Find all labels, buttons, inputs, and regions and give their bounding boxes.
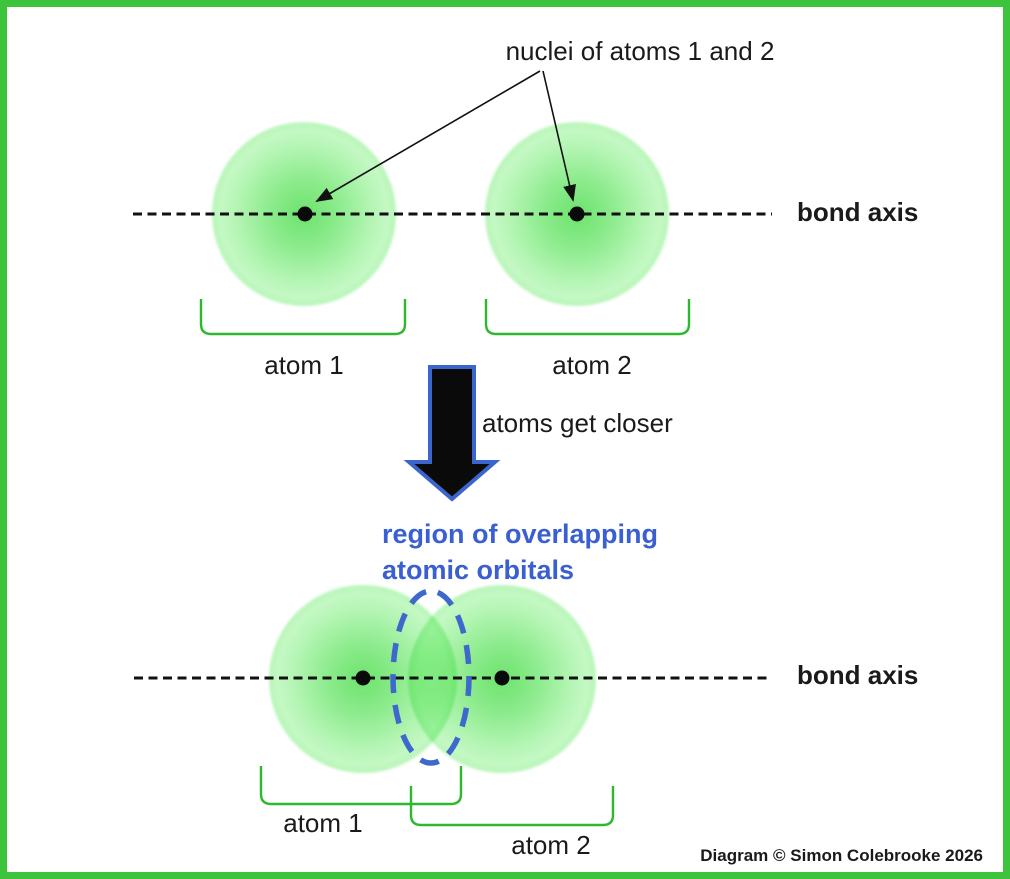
bracket-atom2-after <box>409 786 615 827</box>
bond-axis-label-before: bond axis <box>797 197 919 227</box>
nucleus-atom1-before <box>297 206 313 222</box>
atom2-label-after: atom 2 <box>511 830 591 860</box>
copyright-credit: Diagram © Simon Colebrooke 2026 <box>700 846 983 865</box>
atom2-label-before: atom 2 <box>552 350 632 380</box>
bond-axis-label-after: bond axis <box>797 660 919 690</box>
atoms-get-closer-label: atoms get closer <box>482 408 673 438</box>
down-arrow-icon <box>403 365 501 502</box>
nuclei-annotation-label: nuclei of atoms 1 and 2 <box>505 36 775 66</box>
overlap-region-ellipse <box>390 588 472 766</box>
pointer-line-to-nucleus1 <box>315 70 541 203</box>
bracket-atom1-before <box>199 299 407 336</box>
atom1-label-before: atom 1 <box>264 350 344 380</box>
bracket-atom2-before <box>484 299 691 336</box>
overlap-region-label-line2: atomic orbitals <box>382 555 575 585</box>
bracket-atom1-after <box>259 766 463 806</box>
nucleus-atom2-before <box>569 206 585 222</box>
overlap-region-label-line1: region of overlapping <box>382 519 659 549</box>
atom1-label-after: atom 1 <box>283 808 363 838</box>
nucleus-atom2-after <box>494 670 510 686</box>
nucleus-atom1-after <box>355 670 371 686</box>
pointer-line-to-nucleus2 <box>542 70 576 202</box>
diagram-linework <box>133 70 772 827</box>
overlap-region-label: region of overlapping atomic orbitals <box>382 516 672 588</box>
